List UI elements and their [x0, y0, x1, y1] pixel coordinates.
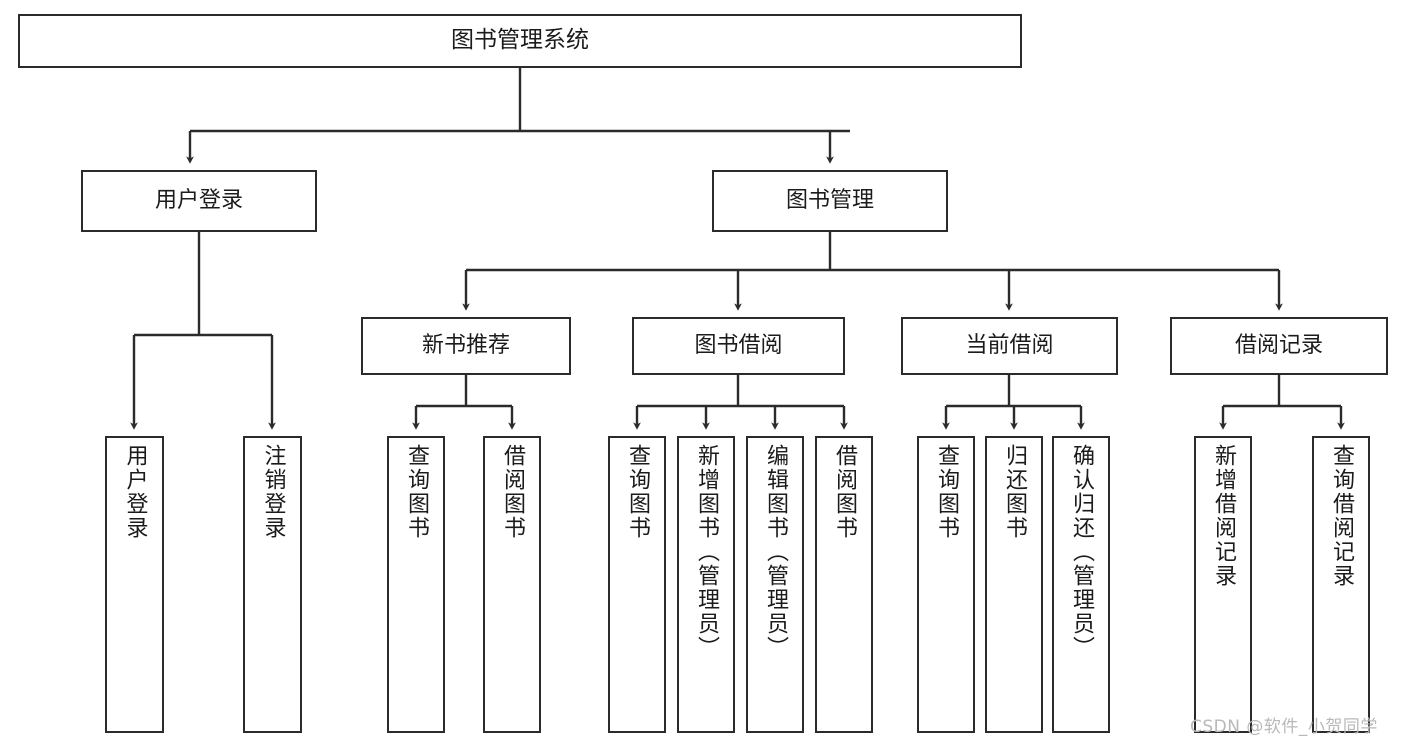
leaf-borrow-books[interactable]: 借阅图书	[815, 436, 873, 733]
node-label: 图书借阅	[694, 333, 783, 359]
node-label: 新书推荐	[421, 333, 510, 359]
node-current-borrowing[interactable]: 当前借阅	[901, 317, 1118, 375]
leaf-add-borrow-record[interactable]: 新增借阅记录	[1194, 436, 1252, 733]
node-label: 借阅记录	[1234, 333, 1323, 359]
node-label: 图书管理	[785, 188, 874, 214]
leaf-confirm-return-admin[interactable]: 确认归还（管理员）	[1052, 436, 1110, 733]
leaf-edit-book-admin[interactable]: 编辑图书（管理员）	[746, 436, 804, 733]
leaf-logout[interactable]: 注销登录	[243, 436, 302, 733]
leaf-user-login[interactable]: 用户登录	[105, 436, 164, 733]
node-label: 归还图书	[1002, 444, 1027, 540]
node-borrowing-records[interactable]: 借阅记录	[1170, 317, 1388, 375]
node-label: 借阅图书	[832, 444, 857, 540]
node-label: 用户登录	[122, 444, 148, 540]
node-label: 注销登录	[260, 444, 286, 540]
node-label: 图书管理系统	[451, 27, 589, 54]
node-book-borrowing[interactable]: 图书借阅	[632, 317, 845, 375]
node-label: 查询图书	[934, 444, 959, 540]
node-label: 查询借阅记录	[1329, 444, 1354, 588]
node-label: 编辑图书（管理员）	[763, 444, 788, 660]
node-user-login[interactable]: 用户登录	[81, 170, 317, 232]
node-root-book-management-system[interactable]: 图书管理系统	[18, 14, 1022, 68]
node-label: 新增借阅记录	[1211, 444, 1236, 588]
leaf-query-books-current[interactable]: 查询图书	[917, 436, 975, 733]
leaf-query-borrow-record[interactable]: 查询借阅记录	[1312, 436, 1370, 733]
node-book-management[interactable]: 图书管理	[712, 170, 948, 232]
leaf-add-book-admin[interactable]: 新增图书（管理员）	[677, 436, 735, 733]
leaf-query-books-recommend[interactable]: 查询图书	[387, 436, 445, 733]
csdn-watermark: CSDN @软件_小贺同学	[1190, 717, 1378, 737]
leaf-query-books-borrow[interactable]: 查询图书	[608, 436, 666, 733]
node-label: 当前借阅	[965, 333, 1054, 359]
node-label: 确认归还（管理员）	[1069, 444, 1094, 660]
leaf-borrow-books-recommend[interactable]: 借阅图书	[483, 436, 541, 733]
node-label: 查询图书	[404, 444, 429, 540]
node-label: 新增图书（管理员）	[694, 444, 719, 660]
node-label: 借阅图书	[500, 444, 525, 540]
node-label: 查询图书	[625, 444, 650, 540]
leaf-return-books[interactable]: 归还图书	[985, 436, 1043, 733]
node-label: 用户登录	[154, 188, 243, 214]
node-new-book-recommendation[interactable]: 新书推荐	[361, 317, 571, 375]
